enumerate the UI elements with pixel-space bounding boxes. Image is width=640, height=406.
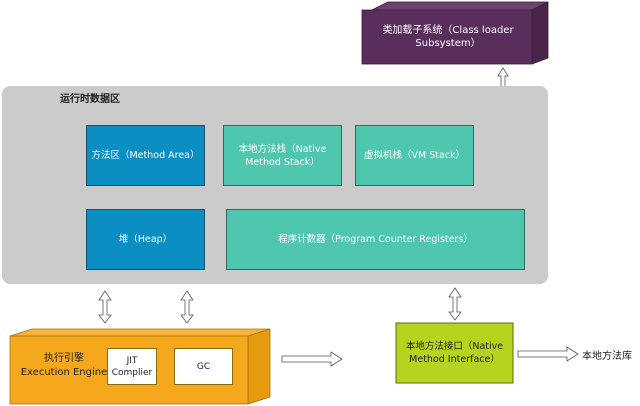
native-library-label: 本地方法库	[582, 351, 632, 362]
jit-compiler-box: JIT Complier	[107, 348, 157, 385]
double-arrow-runtime-interface	[448, 287, 462, 321]
runtime-area-title: 运行时数据区	[60, 94, 120, 105]
execution-engine-label: 执行引擎 Execution Engine	[10, 352, 118, 380]
native-method-stack-box: 本地方法栈（Native Method Stack）	[223, 125, 342, 186]
vm-stack-box: 虚拟机栈（VM Stack）	[355, 125, 474, 186]
native-interface-label: 本地方法接口（Native Method Interface）	[405, 341, 504, 365]
method-area-box: 方法区（Method Area）	[86, 125, 205, 186]
arrow-interface-to-library	[517, 346, 579, 362]
execution-engine-label-en: Execution Engine	[20, 367, 108, 378]
native-interface-box	[395, 322, 514, 384]
gc-box: GC	[174, 348, 233, 385]
class-loader-label: 类加载子系统（Class loader Subsystem）	[382, 25, 514, 49]
class-loader-box	[361, 1, 549, 65]
execution-engine-label-cn: 执行引擎	[44, 353, 84, 364]
double-arrow-runtime-engine-2	[180, 290, 194, 324]
double-arrow-runtime-engine-1	[98, 290, 112, 324]
arrow-engine-to-interface	[281, 351, 343, 367]
heap-box: 堆（Heap）	[86, 209, 205, 270]
program-counter-box: 程序计数器（Program Counter Registers）	[226, 209, 525, 270]
